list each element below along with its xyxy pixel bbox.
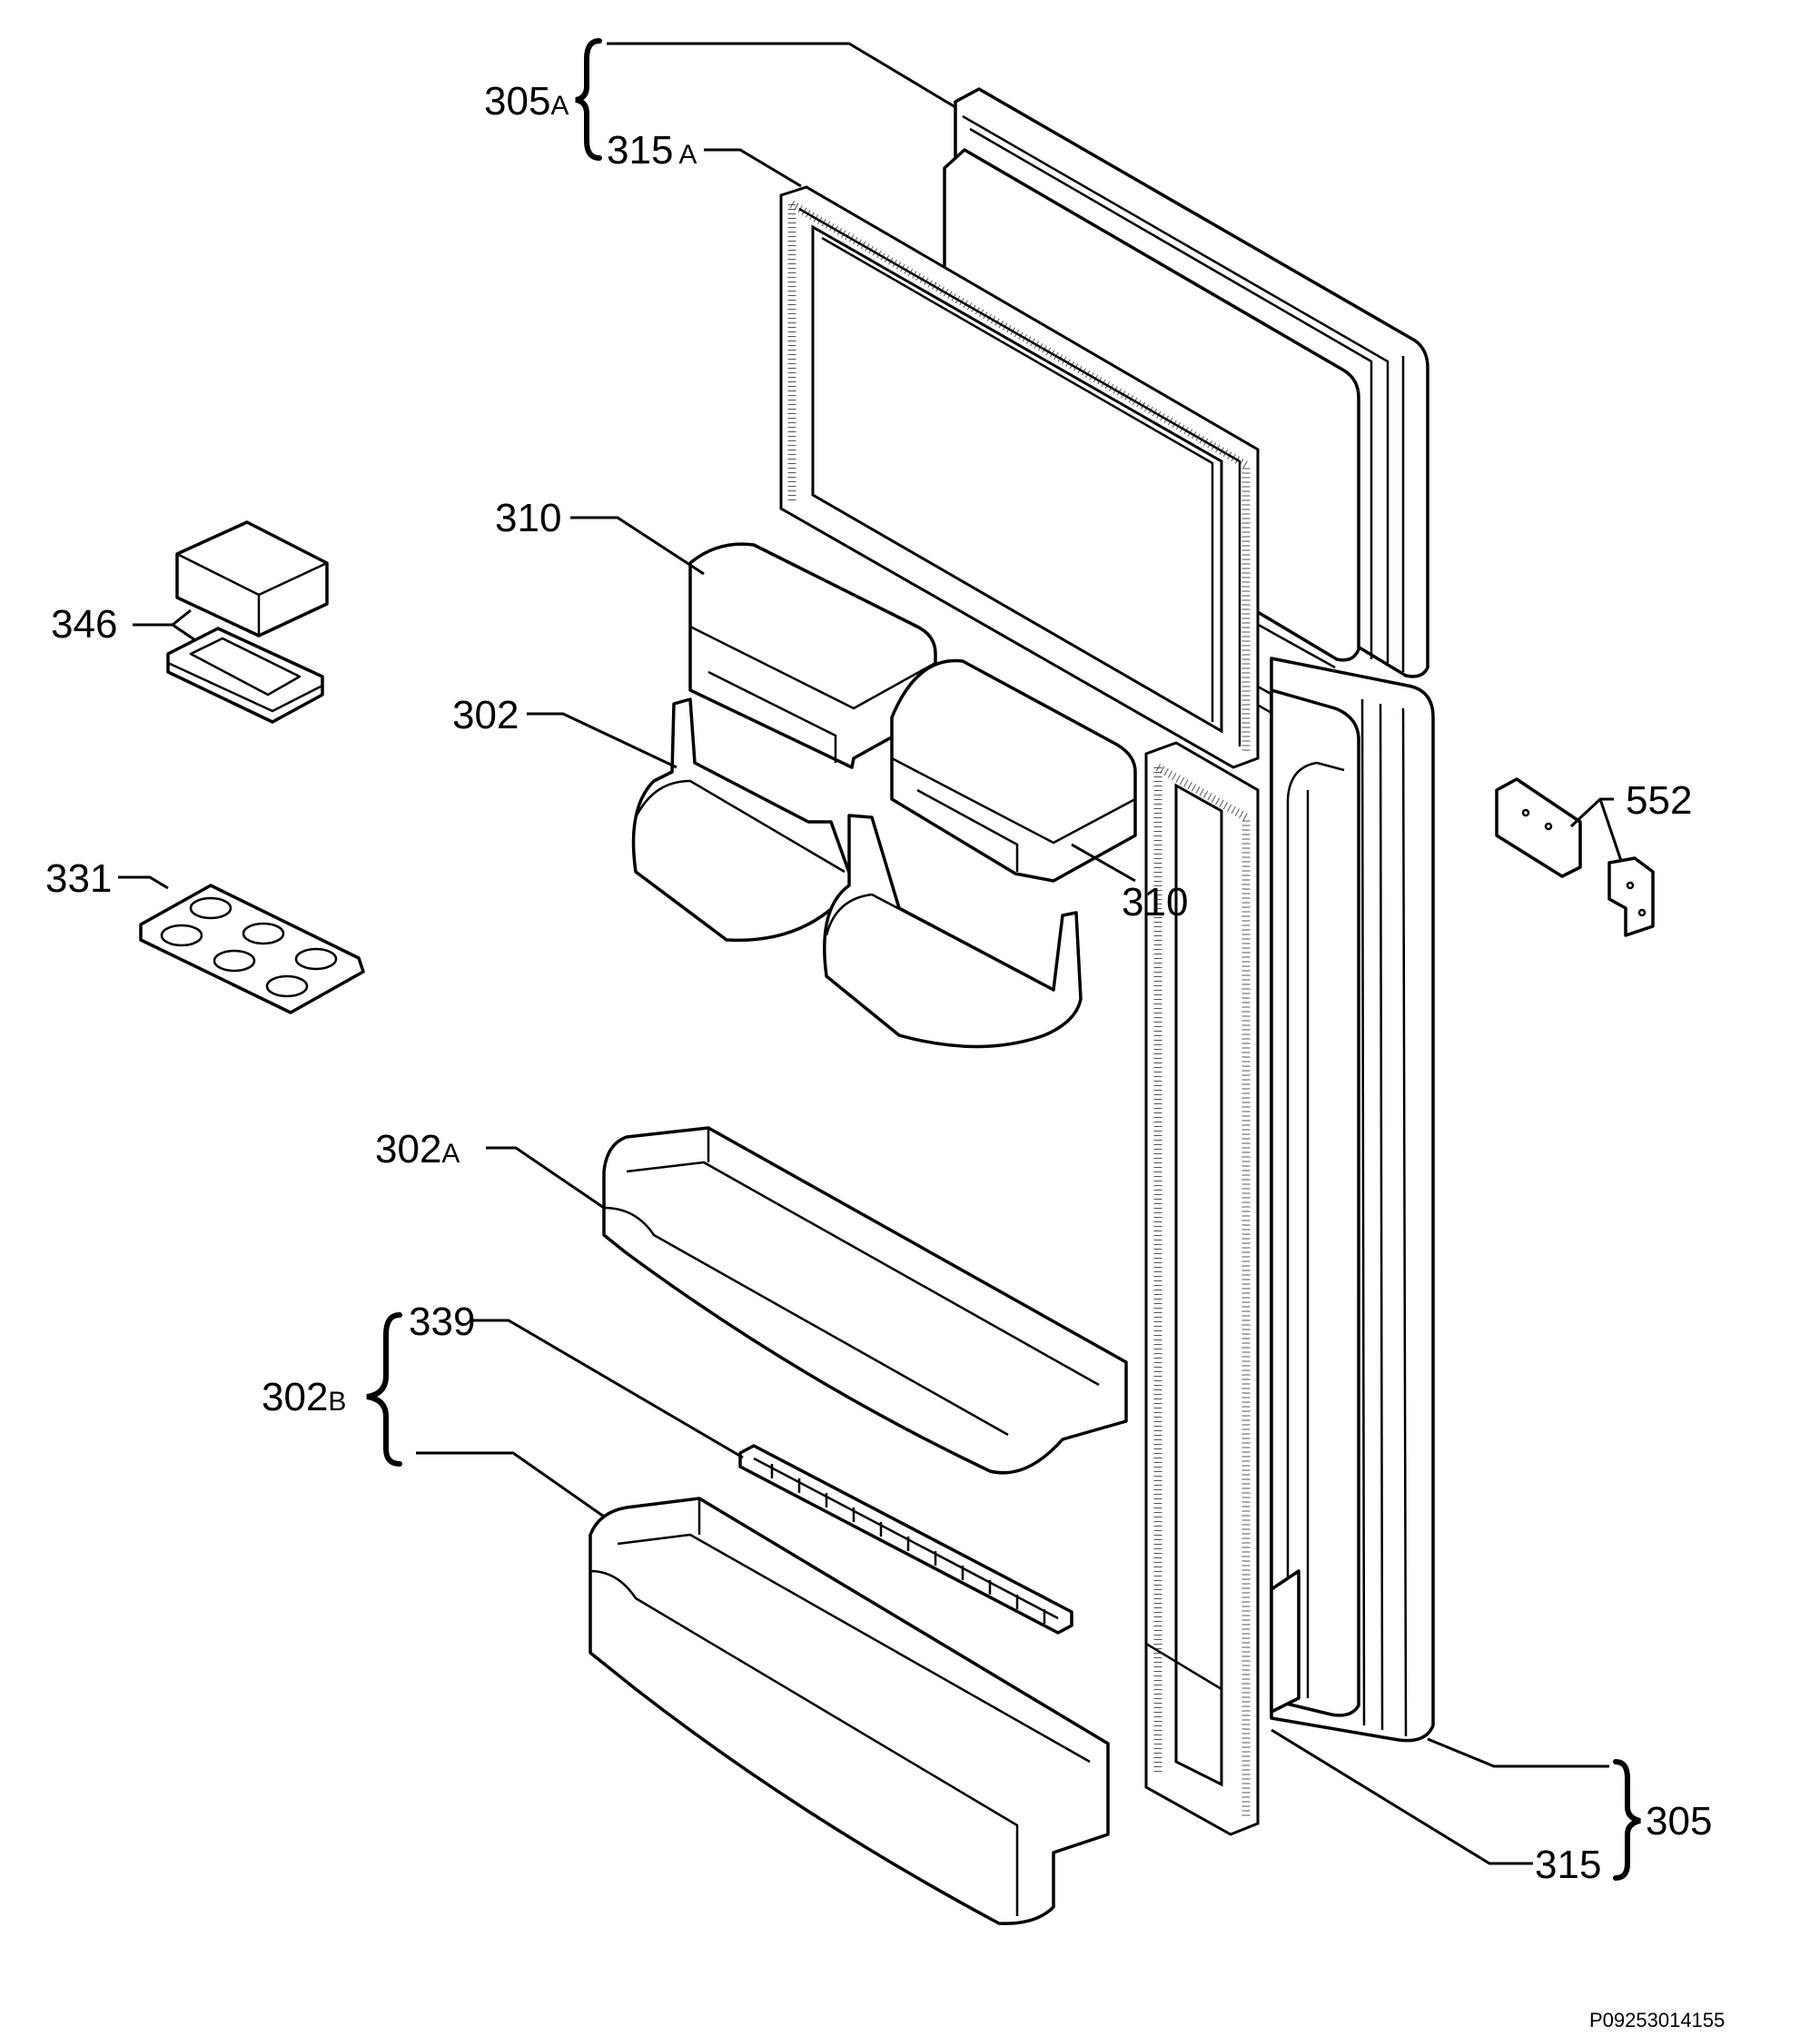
- label-552: 552: [1626, 778, 1692, 823]
- label-305: 305: [1646, 1799, 1712, 1843]
- drawing-reference-number: P09253014155: [1589, 2009, 1725, 2031]
- door-shelf-bottom: [589, 1497, 1110, 1925]
- door-shelf-upper-left: [631, 697, 856, 943]
- brace-305a: [575, 38, 602, 161]
- fridge-door-inner-liner: [1270, 688, 1360, 1717]
- leader-lines: [118, 42, 1623, 1865]
- label-339: 339: [409, 1300, 475, 1344]
- door-shelf-upper-right: [823, 814, 1083, 1049]
- butter-dish-lid: [175, 520, 329, 637]
- label-302a: 302A: [375, 1127, 460, 1171]
- bottle-retainer-rail: [738, 1444, 1073, 1635]
- door-shelf-middle: [602, 1126, 1128, 1475]
- egg-tray: [139, 884, 365, 1014]
- label-310-lower: 310: [1122, 880, 1188, 924]
- brace-305: [1613, 1759, 1641, 1881]
- label-302: 302: [452, 693, 519, 737]
- brace-302b: [366, 1312, 402, 1467]
- label-310-upper: 310: [495, 496, 561, 540]
- label-305a: 305A: [484, 79, 569, 124]
- label-315: 315: [1535, 1843, 1601, 1887]
- freezer-bin-lower: [890, 658, 1137, 883]
- freezer-door-gasket: [779, 185, 1260, 769]
- label-302b: 302B: [262, 1375, 346, 1419]
- fridge-door-gasket: [1144, 741, 1260, 1836]
- butter-dish-tray: [166, 627, 324, 724]
- label-346: 346: [51, 602, 117, 647]
- hinge-bracket: [1495, 777, 1655, 937]
- label-331: 331: [45, 856, 112, 901]
